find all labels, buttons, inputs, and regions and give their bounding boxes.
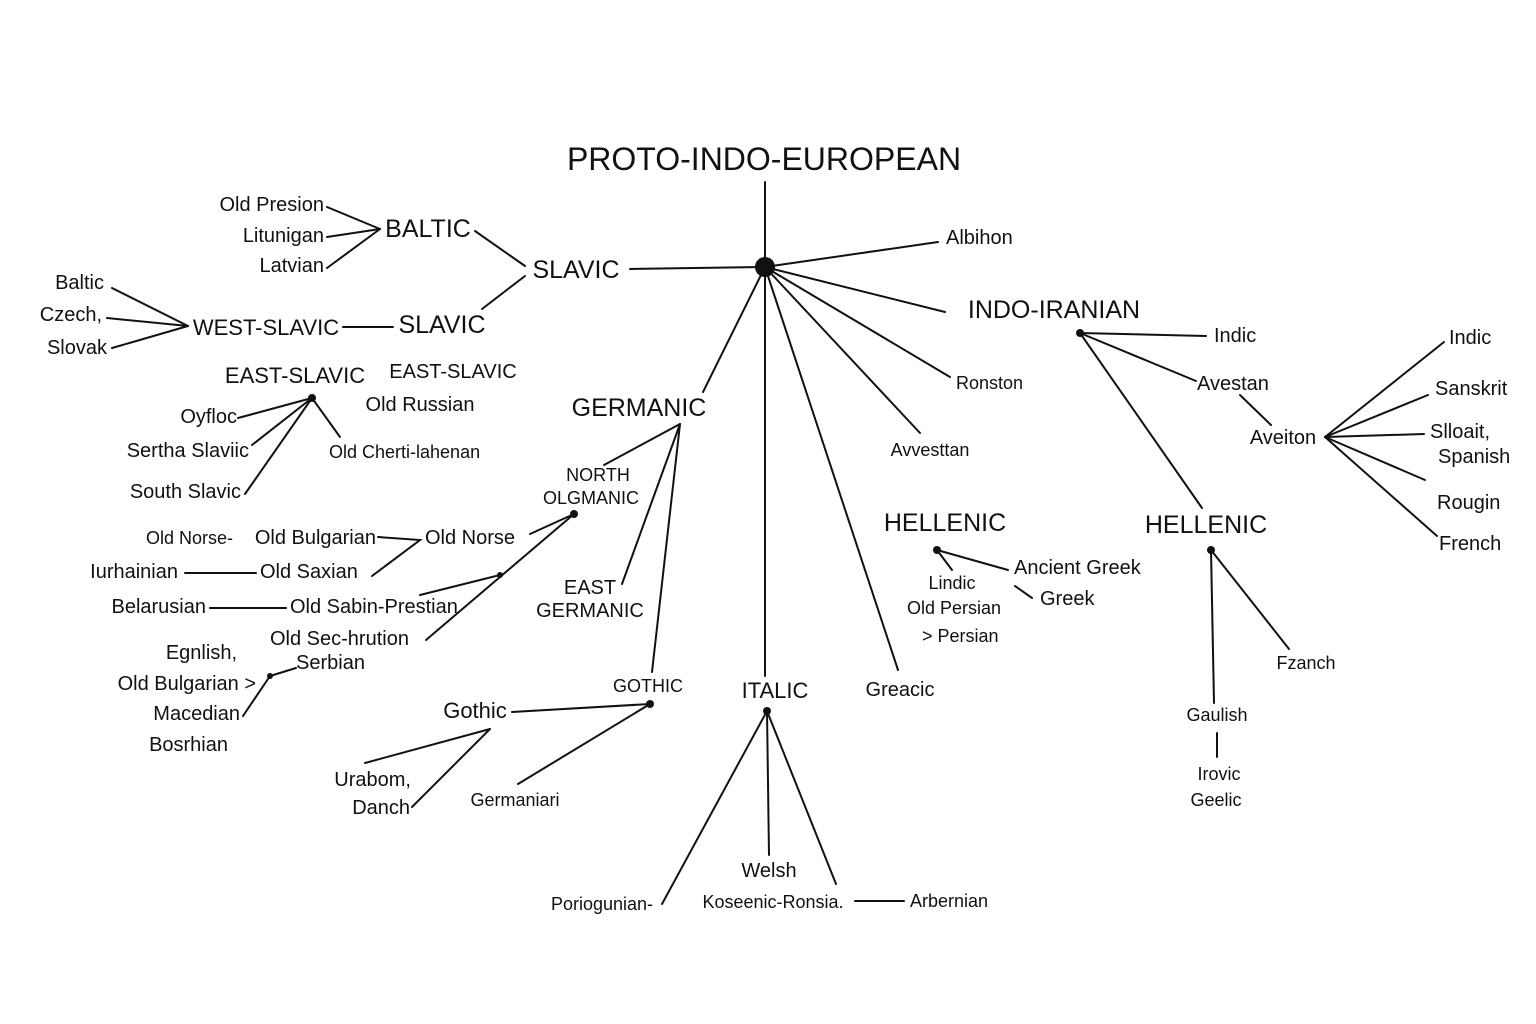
root-junction-dot bbox=[755, 257, 775, 277]
node-east-germanic-line2: GERMANIC bbox=[536, 600, 644, 622]
tree-connectors bbox=[106, 181, 1445, 905]
junction-dots bbox=[267, 257, 1215, 715]
leaf-geelic: Geelic bbox=[1190, 790, 1241, 810]
leaf-old-sabin: Old Sabin-Prestian bbox=[290, 596, 458, 618]
node-north-germanic-line2: OLGMANIC bbox=[543, 488, 639, 508]
leaf-albihon: Albihon bbox=[946, 227, 1013, 249]
leaf-serbian: Serbian bbox=[296, 652, 365, 674]
node-baltic: BALTIC bbox=[385, 215, 471, 243]
leaf-sertha-slavic: Sertha Slaviic bbox=[127, 440, 249, 462]
leaf-oyfloc: Oyfloc bbox=[180, 406, 237, 428]
leaf-irovic: Irovic bbox=[1197, 764, 1240, 784]
node-slavic-top: SLAVIC bbox=[532, 256, 619, 284]
leaf-aveiton: Aveiton bbox=[1250, 427, 1316, 449]
leaf-czech: Czech, bbox=[40, 304, 102, 326]
leaf-greacic: Greacic bbox=[866, 679, 935, 701]
indo-iranian-junction-dot bbox=[1076, 329, 1084, 337]
leaf-old-saxian: Old Saxian bbox=[260, 561, 358, 583]
north-germanic-junction-dot bbox=[570, 510, 578, 518]
leaf-greek: Greek bbox=[1040, 588, 1095, 610]
leaf-koseenic: Koseenic-Ronsia. bbox=[702, 892, 843, 912]
node-slavic-mid: SLAVIC bbox=[398, 311, 485, 339]
old-bulgarian-junction-dot bbox=[267, 673, 273, 679]
root-label: PROTO-INDO-EUROPEAN bbox=[567, 141, 961, 177]
leaf-old-cherti: Old Cherti-lahenan bbox=[329, 442, 480, 462]
leaf-rougin: Rougin bbox=[1437, 492, 1500, 514]
italic-junction-dot bbox=[763, 707, 771, 715]
leaf-french: French bbox=[1439, 533, 1501, 555]
leaf-iurhainian: Iurhainian bbox=[90, 561, 178, 583]
leaf-indic-b: Indic bbox=[1449, 327, 1491, 349]
east-slavic-junction-dot bbox=[308, 394, 316, 402]
leaf-ancient-greek: Ancient Greek bbox=[1014, 557, 1142, 579]
leaf-old-norse: Old Norse bbox=[425, 527, 515, 549]
node-gothic-upper: GOTHIC bbox=[613, 676, 683, 696]
leaf-egnlish: Egnlish, bbox=[166, 642, 237, 664]
node-hellenic-right: HELLENIC bbox=[1145, 511, 1267, 539]
leaf-old-russian: Old Russian bbox=[366, 394, 475, 416]
leaf-slovak: Slovak bbox=[47, 337, 108, 359]
node-north-germanic-line1: NORTH bbox=[566, 465, 630, 485]
leaf-sanskrit: Sanskrit bbox=[1435, 378, 1508, 400]
leaf-poriogunian: Poriogunian- bbox=[551, 894, 653, 914]
leaf-ronston: Ronston bbox=[956, 373, 1023, 393]
leaf-baltic: Baltic bbox=[55, 272, 104, 294]
leaf-indic-a: Indic bbox=[1214, 325, 1256, 347]
leaf-bosrhian: Bosrhian bbox=[149, 734, 228, 756]
leaf-avestan: Avestan bbox=[1197, 373, 1269, 395]
node-germanic: GERMANIC bbox=[572, 394, 707, 422]
leaf-spanish: Spanish bbox=[1438, 446, 1510, 468]
node-indo-iranian: INDO-IRANIAN bbox=[968, 296, 1140, 324]
leaf-germaniari: Germaniari bbox=[470, 790, 559, 810]
leaf-labels: Old Presion Litunigan Latvian Baltic Cze… bbox=[40, 194, 1511, 914]
leaf-old-presion: Old Presion bbox=[220, 194, 325, 216]
leaf-old-persian: Old Persian bbox=[907, 598, 1001, 618]
gothic-junction-dot bbox=[646, 700, 654, 708]
leaf-old-sec: Old Sec-hrution bbox=[270, 628, 409, 650]
leaf-old-bulgarian-a: Old Bulgarian bbox=[255, 527, 376, 549]
leaf-old-bulgarian-b: Old Bulgarian > bbox=[118, 673, 256, 695]
leaf-lindic: Lindic bbox=[928, 573, 975, 593]
node-italic: ITALIC bbox=[742, 678, 809, 703]
node-east-slavic-right: EAST-SLAVIC bbox=[389, 361, 516, 383]
leaf-litunigan: Litunigan bbox=[243, 225, 324, 247]
leaf-persian: > Persian bbox=[922, 626, 999, 646]
node-west-slavic: WEST-SLAVIC bbox=[193, 315, 339, 340]
hellenic-right-junction-dot bbox=[1207, 546, 1215, 554]
leaf-macedian: Macedian bbox=[153, 703, 240, 725]
leaf-belarusian: Belarusian bbox=[111, 596, 206, 618]
leaf-gothic: Gothic bbox=[443, 698, 507, 723]
leaf-welsh: Welsh bbox=[741, 860, 796, 882]
leaf-danch: Danch bbox=[352, 797, 410, 819]
leaf-old-norse-dash: Old Norse- bbox=[146, 528, 233, 548]
leaf-south-slavic: South Slavic bbox=[130, 481, 241, 503]
leaf-slloait: Slloait, bbox=[1430, 421, 1490, 443]
leaf-franch: Fzanch bbox=[1276, 653, 1335, 673]
node-east-slavic-left: EAST-SLAVIC bbox=[225, 363, 365, 388]
old-sabin-junction-dot bbox=[497, 572, 503, 578]
leaf-latvian: Latvian bbox=[260, 255, 325, 277]
leaf-urabom: Urabom, bbox=[334, 769, 411, 791]
leaf-avvesttan: Avvesttan bbox=[891, 440, 970, 460]
node-hellenic-left: HELLENIC bbox=[884, 509, 1006, 537]
leaf-arbernian: Arbernian bbox=[910, 891, 988, 911]
hellenic-left-junction-dot bbox=[933, 546, 941, 554]
leaf-gaulish: Gaulish bbox=[1186, 705, 1247, 725]
node-east-germanic-line1: EAST bbox=[564, 577, 616, 599]
branch-nodes: BALTIC SLAVIC SLAVIC WEST-SLAVIC EAST-SL… bbox=[193, 215, 1267, 703]
